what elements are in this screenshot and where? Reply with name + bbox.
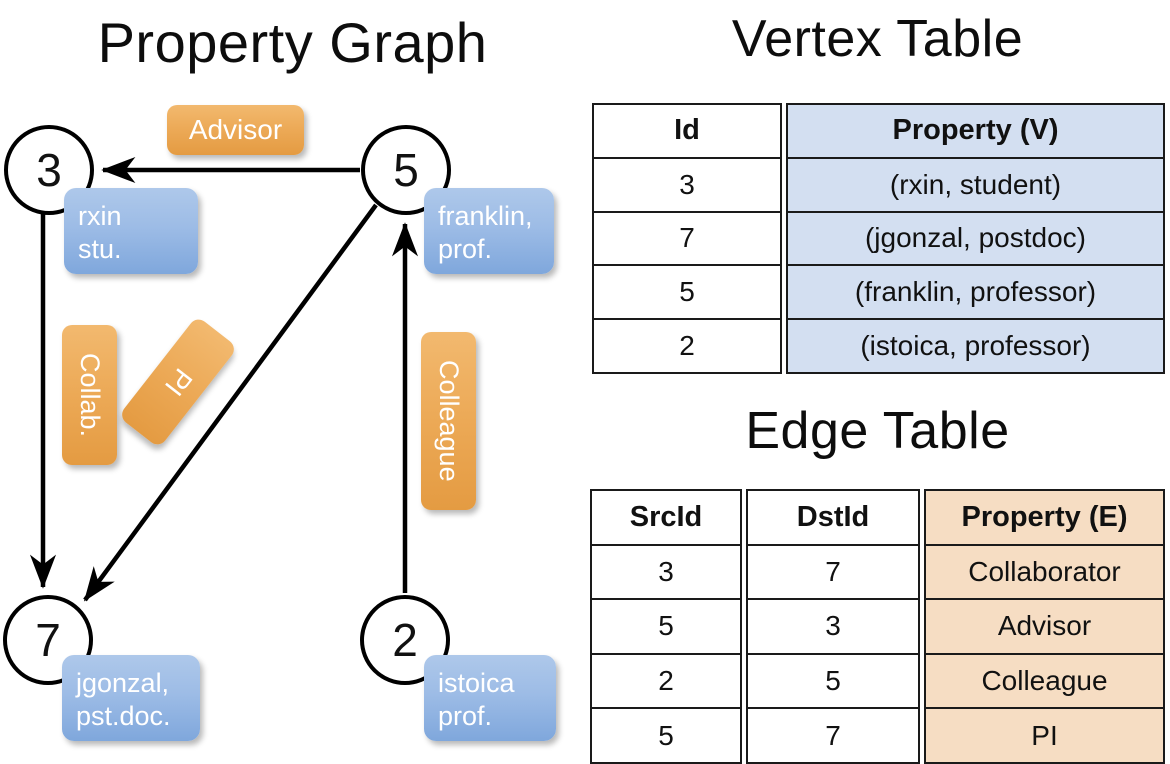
table-row: PI (926, 709, 1163, 762)
node-property-box-5[interactable]: franklin, prof. (424, 188, 554, 274)
edge-table: SrcId 3 5 2 5 DstId 7 3 5 7 Property (E)… (590, 489, 1165, 764)
graph-node-2-id: 2 (392, 614, 418, 666)
edge-5-to-7-pi (83, 203, 378, 602)
table-row: 2 (679, 330, 695, 362)
vertex-table-property-column: Property (V) (rxin, student) (jgonzal, p… (786, 103, 1165, 374)
table-row: Colleague (926, 654, 1163, 710)
table-row: 5 (748, 655, 918, 710)
graph-node-2[interactable]: 2 (360, 595, 450, 685)
vertex-table-header-id: Id (594, 105, 780, 159)
table-row: (rxin, student) (788, 158, 1163, 213)
edge-label-advisor[interactable]: Advisor (167, 105, 304, 155)
node-property-box-7[interactable]: jgonzal, pst.doc. (62, 655, 200, 741)
graph-edges-layer (29, 156, 419, 602)
edge-label-collab-text: Collab. (75, 352, 105, 438)
property-graph-diagram: Advisor Collab. PI Colleague 3 5 7 2 rxi… (0, 0, 585, 760)
table-row: (jgonzal, postdoc) (788, 212, 1163, 267)
page-title-edge-table: Edge Table (745, 402, 1010, 460)
page-title-property-graph: Property Graph (97, 11, 488, 74)
table-row: 3 (592, 546, 740, 601)
graph-node-3-id: 3 (36, 144, 62, 196)
edge-label-colleague[interactable]: Colleague (421, 332, 476, 510)
node-property-box-2[interactable]: istoica prof. (424, 655, 556, 741)
table-row: 5 (658, 719, 674, 751)
graph-node-7-id: 7 (35, 614, 61, 666)
table-row: 3 (748, 600, 918, 655)
node-property-box-3[interactable]: rxin stu. (64, 188, 198, 274)
edge-table-header-property: Property (E) (926, 491, 1163, 546)
edge-label-advisor-text: Advisor (188, 114, 283, 145)
graph-node-5-id: 5 (393, 144, 419, 196)
edge-label-collab[interactable]: Collab. (62, 325, 117, 465)
edge-table-property-column: Property (E) Collaborator Advisor Collea… (924, 489, 1165, 764)
vertex-table-header-property: Property (V) (788, 105, 1163, 159)
table-row: Advisor (926, 600, 1163, 655)
graph-node-5[interactable]: 5 (361, 125, 451, 215)
table-row: 7 (825, 719, 841, 751)
table-row: (franklin, professor) (788, 266, 1163, 321)
table-row: 7 (748, 546, 918, 601)
page-title-vertex-table: Vertex Table (731, 10, 1024, 68)
table-row: (istoica, professor) (788, 320, 1163, 372)
edge-table-header-dstid: DstId (748, 491, 918, 546)
edge-label-pi-text: PI (158, 363, 199, 402)
table-row: Collaborator (926, 545, 1163, 601)
vertex-table-id-column: Id 3 7 5 2 (592, 103, 782, 374)
table-row: 5 (592, 600, 740, 655)
table-row: 3 (594, 159, 780, 213)
edge-table-srcid-column: SrcId 3 5 2 5 (590, 489, 742, 764)
vertex-table: Id 3 7 5 2 Property (V) (rxin, student) … (592, 103, 1165, 374)
edge-table-header-srcid: SrcId (592, 491, 740, 546)
table-row: 2 (592, 655, 740, 710)
table-row: 7 (594, 213, 780, 267)
table-row: 5 (594, 266, 780, 321)
edge-label-colleague-text: Colleague (434, 360, 464, 482)
edge-table-dstid-column: DstId 7 3 5 7 (746, 489, 920, 764)
